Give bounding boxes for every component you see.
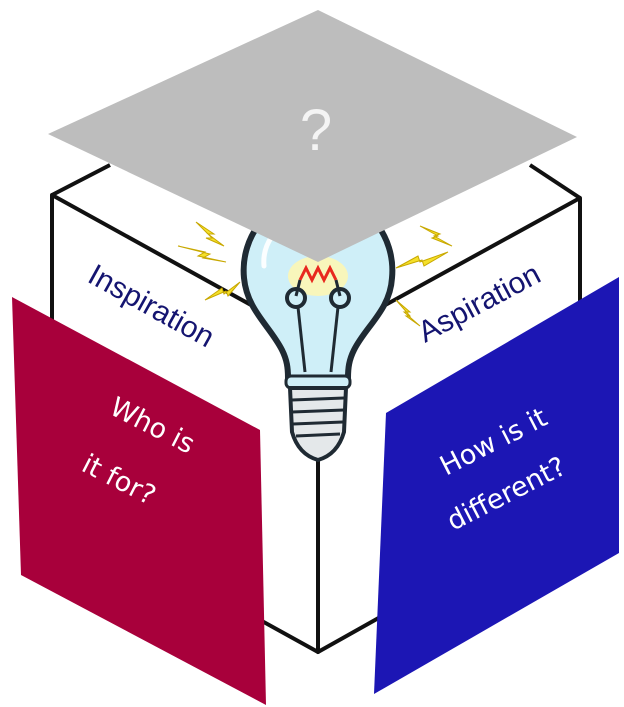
lid-question-mark: ? xyxy=(300,98,332,163)
bulb-filament xyxy=(298,264,338,284)
bulb-glow xyxy=(288,256,348,296)
spark-icons xyxy=(177,221,453,327)
who-is-it-for-panel xyxy=(12,297,266,705)
bulb-stem-right xyxy=(329,306,340,373)
lid-panel xyxy=(48,10,577,262)
spark-icon xyxy=(395,251,449,269)
spark-icon xyxy=(195,221,225,247)
cube-top-back-edge-right xyxy=(528,163,582,200)
spark-icon xyxy=(177,245,227,263)
how-is-it-different-panel xyxy=(374,277,619,694)
bulb-loop-right xyxy=(329,287,351,309)
bulb-loop-left xyxy=(285,287,307,309)
cube-top-back-edge xyxy=(51,163,111,197)
spark-icon xyxy=(419,225,453,247)
bulb-stem-left xyxy=(296,306,307,373)
spark-icon xyxy=(204,281,241,301)
spark-icon xyxy=(395,299,421,327)
bulb-threads xyxy=(291,396,345,438)
